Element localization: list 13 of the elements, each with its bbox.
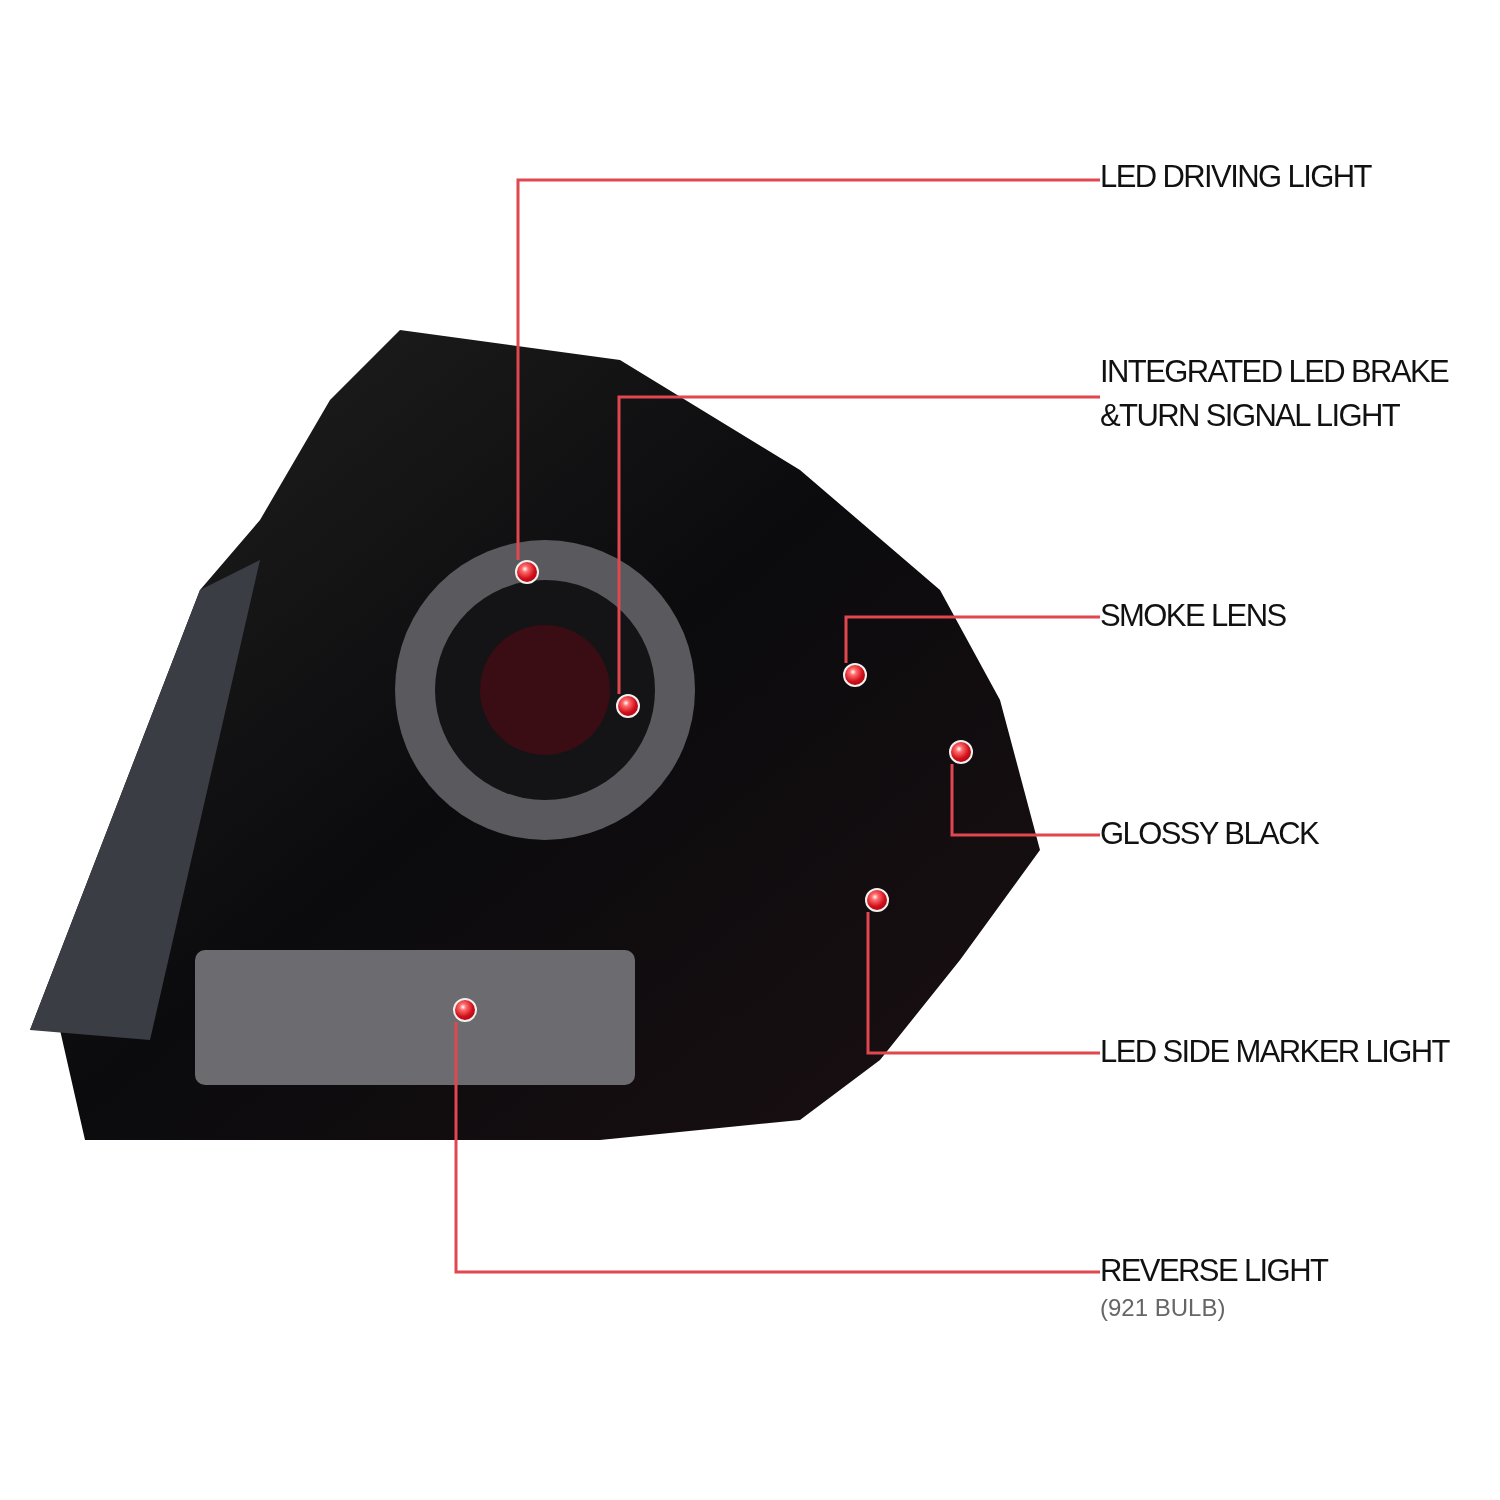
- part-name: REVERSE LIGHT: [1100, 1252, 1329, 1290]
- leader-line: [844, 615, 1100, 663]
- leader-line: [454, 1022, 1100, 1274]
- leader-line: [516, 178, 1100, 560]
- leader-line: [950, 764, 1100, 837]
- part-name: INTEGRATED LED BRAKE &TURN SIGNAL LIGHT: [1100, 353, 1450, 435]
- part-name: LED DRIVING LIGHT: [1100, 158, 1373, 196]
- part-name: GLOSSY BLACK: [1100, 815, 1320, 853]
- part-name: SMOKE LENS: [1100, 597, 1287, 635]
- part-name: LED SIDE MARKER LIGHT: [1100, 1033, 1451, 1071]
- bulb-note: (921 BULB): [1100, 1293, 1227, 1323]
- leader-line: [617, 395, 1100, 694]
- leader-line: [866, 912, 1100, 1055]
